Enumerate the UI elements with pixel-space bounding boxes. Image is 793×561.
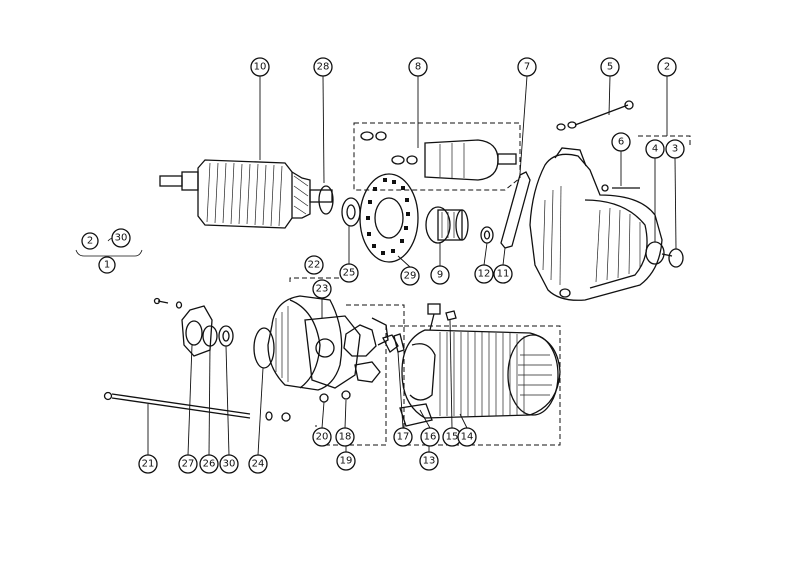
svg-text:30: 30	[223, 459, 236, 470]
callout-28: 28	[313, 57, 333, 77]
solenoid-group	[353, 122, 521, 191]
callout-legend-2: 2	[81, 232, 99, 250]
svg-text:8: 8	[415, 62, 421, 73]
svg-text:27: 27	[182, 459, 195, 470]
svg-text:18: 18	[339, 432, 352, 443]
svg-text:7: 7	[524, 62, 530, 73]
callout-11: 11	[493, 264, 513, 284]
svg-text:28: 28	[317, 62, 330, 73]
callout-25: 25	[339, 263, 359, 283]
svg-text:21: 21	[142, 459, 155, 470]
callout-24: 24	[248, 454, 268, 474]
callout-18: 18	[335, 427, 355, 447]
svg-text:24: 24	[252, 459, 265, 470]
brush-group	[315, 304, 405, 446]
callout-22: 22	[304, 255, 324, 275]
callout-23: 23	[312, 279, 332, 299]
callout-19: 19	[336, 451, 356, 471]
callout-8: 8	[408, 57, 428, 77]
callout-14: 14	[457, 427, 477, 447]
rear-bearing-cover	[153, 297, 234, 357]
callout-21: 21	[138, 454, 158, 474]
callout-15: 15	[442, 427, 462, 447]
armature	[159, 159, 334, 229]
svg-text:5: 5	[607, 62, 613, 73]
callout-12: 12	[474, 264, 494, 284]
callout-17: 17	[393, 427, 413, 447]
yoke-field-frame	[393, 303, 561, 446]
callout-3: 3	[665, 139, 685, 159]
commutator-end-frame	[253, 277, 361, 403]
callout-30: 30	[219, 454, 239, 474]
callout-13: 13	[419, 451, 439, 471]
svg-text:13: 13	[423, 456, 436, 467]
callout-20: 20	[312, 427, 332, 447]
svg-text:15: 15	[446, 432, 459, 443]
svg-text:10: 10	[254, 62, 267, 73]
svg-text:26: 26	[203, 459, 216, 470]
svg-text:30: 30	[115, 233, 128, 244]
callout-7: 7	[517, 57, 537, 77]
callout-10: 10	[250, 57, 270, 77]
svg-text:11: 11	[497, 269, 510, 280]
drive-end-housing	[500, 100, 684, 301]
svg-text:25: 25	[343, 268, 356, 279]
callout-26: 26	[199, 454, 219, 474]
brake-plate-29	[359, 173, 419, 263]
callout-16: 16	[420, 427, 440, 447]
svg-text:20: 20	[316, 432, 329, 443]
svg-text:17: 17	[397, 432, 410, 443]
svg-text:1: 1	[104, 260, 110, 271]
callout-2: 2	[657, 57, 677, 77]
svg-text:3: 3	[672, 144, 678, 155]
callout-29: 29	[400, 266, 420, 286]
svg-text:16: 16	[424, 432, 437, 443]
svg-text:2: 2	[87, 236, 93, 247]
svg-text:12: 12	[478, 269, 491, 280]
svg-text:22: 22	[308, 260, 321, 271]
callout-9: 9	[430, 265, 450, 285]
callout-6: 6	[611, 132, 631, 152]
shift-lever-7	[500, 171, 531, 249]
leader-lines	[147, 75, 677, 456]
pinion-9	[425, 206, 451, 244]
svg-text:6: 6	[618, 137, 624, 148]
callout-27: 27	[178, 454, 198, 474]
drive-pinion-group	[341, 173, 494, 263]
svg-text:14: 14	[461, 432, 474, 443]
svg-text:29: 29	[404, 271, 417, 282]
svg-text:19: 19	[340, 456, 353, 467]
callout-1: 1	[98, 256, 116, 274]
callout-4: 4	[645, 139, 665, 159]
bracket-3-4	[638, 135, 691, 146]
callout-5: 5	[600, 57, 620, 77]
svg-text:9: 9	[437, 270, 443, 281]
washer-25	[341, 197, 361, 227]
svg-text:4: 4	[652, 144, 658, 155]
through-bolt-21	[103, 391, 291, 422]
svg-text:2: 2	[664, 62, 670, 73]
callout-legend-30: 30	[111, 228, 131, 248]
bracket-legend-1	[75, 249, 143, 257]
svg-text:23: 23	[316, 284, 329, 295]
callout-labels: 10 28 8 7 5 2 6 4 3 2 30 1 25 29 9 12 11…	[81, 57, 685, 474]
